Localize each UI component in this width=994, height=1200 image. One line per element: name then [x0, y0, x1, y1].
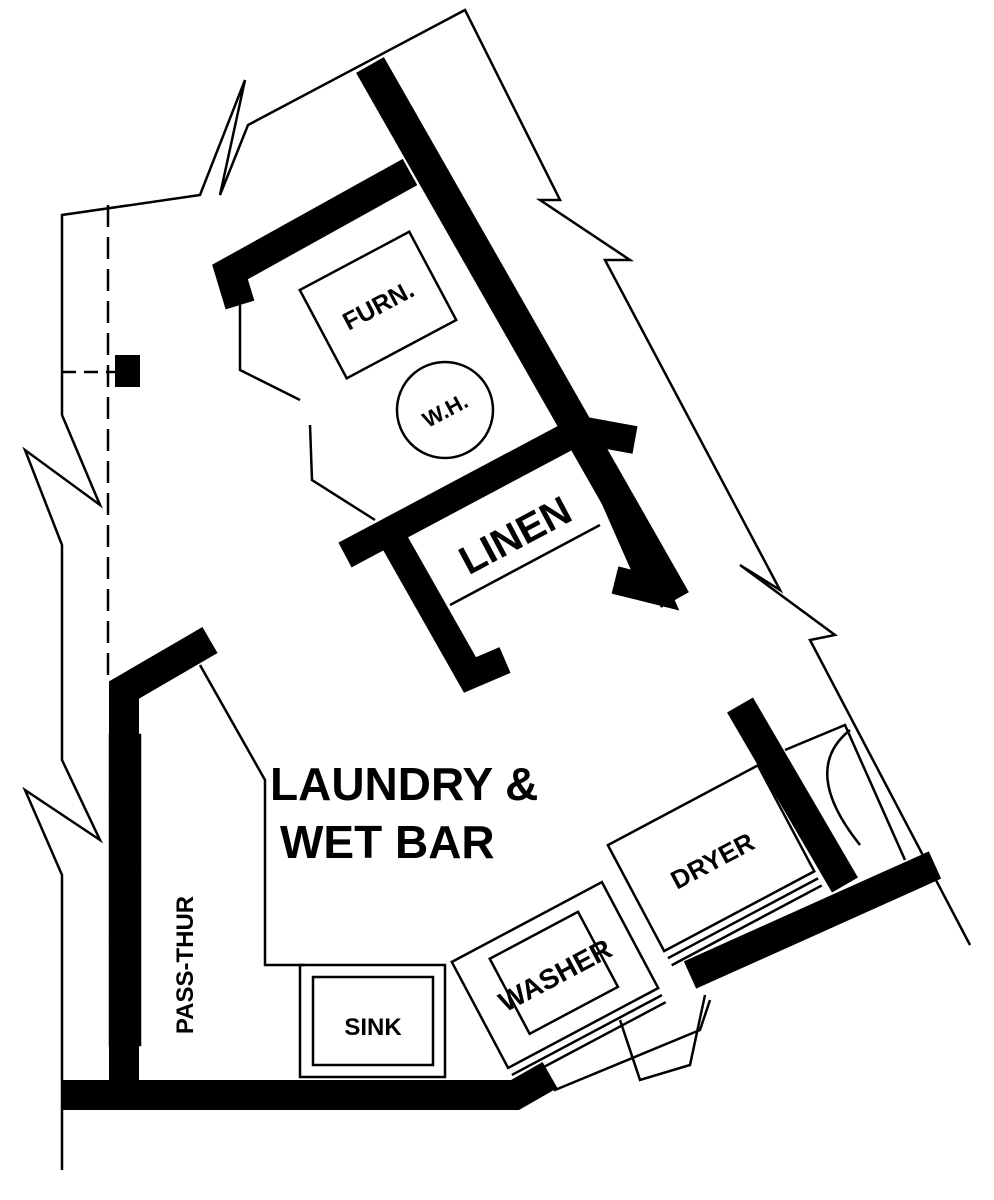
room-label-line1: LAUNDRY & [270, 758, 538, 810]
sink-label: SINK [344, 1014, 402, 1041]
furnace: FURN. [298, 230, 458, 380]
pass-thru-label: PASS-THUR [172, 896, 199, 1034]
walls [62, 57, 942, 1110]
interior-lines [108, 305, 907, 1092]
sink: SINK [298, 963, 447, 1079]
dryer-label: DRYER [666, 826, 760, 895]
furnace-label: FURN. [338, 276, 419, 337]
room-label-line2: WET BAR [280, 816, 495, 868]
outer-lines [22, 8, 972, 1170]
washer: WASHER [450, 880, 667, 1084]
water-heater: W.H. [395, 360, 495, 460]
water-heater-label: W.H. [418, 388, 472, 432]
